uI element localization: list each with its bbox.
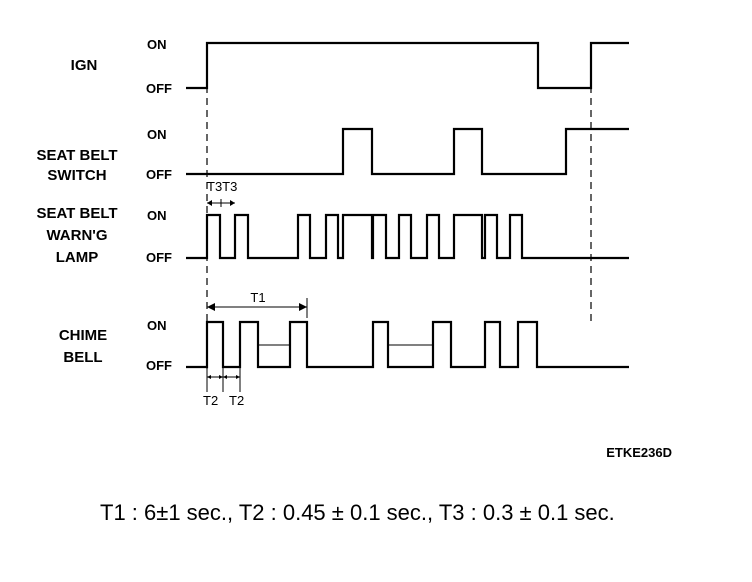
t1-marker [207, 298, 308, 318]
figure-code: ETKE236D [606, 445, 672, 460]
t3-marker [207, 199, 235, 207]
chime-bell-waveform [186, 320, 629, 369]
warning-lamp-off-label: OFF [146, 250, 172, 265]
warning-lamp-on-label: ON [147, 208, 167, 223]
ign-waveform [186, 41, 629, 90]
ign-off-label: OFF [146, 81, 172, 96]
timing-specification-caption: T1 : 6±1 sec., T2 : 0.45 ± 0.1 sec., T3 … [100, 500, 615, 525]
chime-bell-off-label: OFF [146, 358, 172, 373]
warning-lamp-label-line2: WARN'G [46, 227, 107, 244]
t1-label: T1 [250, 290, 265, 305]
t3-label: T3T3 [207, 179, 237, 194]
warning-lamp-label-line1: SEAT BELT [36, 205, 117, 222]
seat-belt-switch-waveform [186, 127, 629, 176]
t2-marker [206, 367, 241, 392]
ign-label: IGN [71, 57, 98, 74]
ign-on-label: ON [147, 37, 167, 52]
warning-lamp-label-line3: LAMP [56, 249, 99, 266]
seat-belt-switch-label-line2: SWITCH [47, 167, 106, 184]
chime-bell-label-line1: CHIME [59, 327, 107, 344]
chime-bell-on-label: ON [147, 318, 167, 333]
seat-belt-switch-on-label: ON [147, 127, 167, 142]
seat-belt-warning-lamp-waveform [186, 213, 629, 260]
seat-belt-switch-off-label: OFF [146, 167, 172, 182]
chime-bell-label-line2: BELL [63, 349, 102, 366]
seat-belt-switch-label-line1: SEAT BELT [36, 147, 117, 164]
t2-label-second: T2 [229, 393, 244, 408]
t2-label-first: T2 [203, 393, 218, 408]
